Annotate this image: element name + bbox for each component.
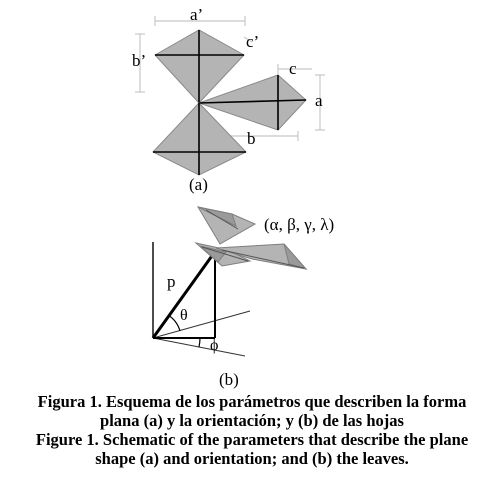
leaf-3d-upper	[196, 206, 257, 245]
caption-en-line-2: shape (a) and orientation; and (b) the l…	[95, 449, 409, 468]
label-theta: θ	[180, 307, 188, 324]
panel-a-label: (a)	[189, 175, 208, 194]
phi-arc	[198, 337, 201, 348]
orientation-angles-label: (α, β, γ, λ)	[264, 215, 334, 234]
caption-es-line-2: plana (a) y la orientación; y (b) de las…	[100, 411, 404, 430]
dimension-guides	[135, 16, 325, 141]
label-phi: ϕ	[210, 337, 218, 354]
vector-p	[151, 252, 216, 339]
caption-es-line-1: Figura 1. Esquema de los parámetros que …	[37, 392, 467, 411]
label-b-prime: b’	[132, 51, 146, 70]
label-p: p	[167, 272, 176, 291]
horizontal-reference-line	[152, 310, 251, 339]
label-b: b	[247, 129, 256, 148]
leaf-schematic-figure: a’ c’ b’ c a b (a)	[132, 5, 334, 389]
caption-en-line-1: Figure 1. Schematic of the parameters th…	[35, 430, 469, 449]
label-c-prime: c’	[246, 32, 259, 51]
leaf-3d-middle	[194, 242, 252, 267]
label-a-prime: a’	[190, 5, 203, 24]
panel-b: (α, β, γ, λ) p θ ϕ (b)	[151, 206, 334, 389]
label-a: a	[315, 91, 323, 110]
label-c: c	[289, 59, 297, 78]
panel-a: a’ c’ b’ c a b (a)	[132, 5, 325, 194]
leaf-right	[197, 74, 307, 131]
leaf-bottom	[152, 102, 247, 176]
panel-b-label: (b)	[219, 370, 239, 389]
leaf-3d-right	[215, 243, 308, 270]
leaf-top	[154, 29, 245, 104]
figure-caption: Figura 1. Esquema de los parámetros que …	[0, 392, 504, 468]
theta-arc	[167, 314, 181, 332]
